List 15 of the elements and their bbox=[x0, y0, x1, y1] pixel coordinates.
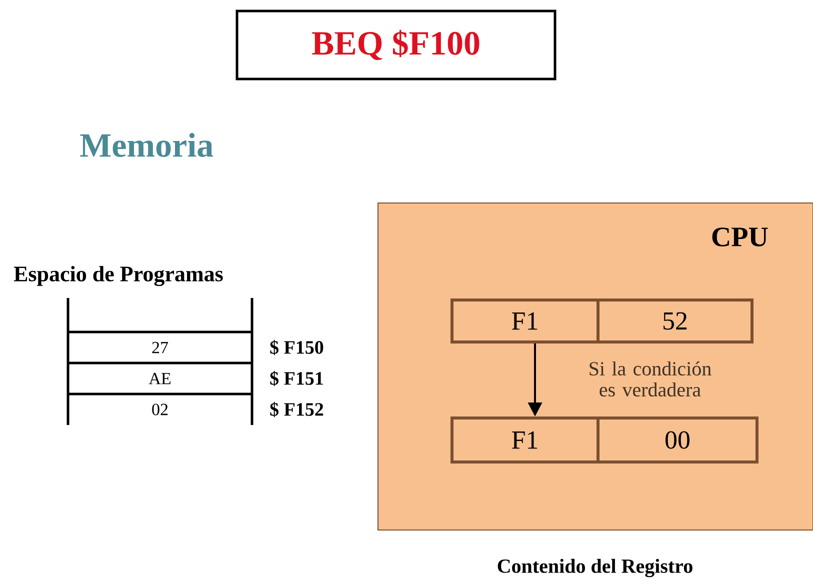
edge-label: Si la condición es verdadera bbox=[590, 361, 712, 397]
register-cell: F1 bbox=[450, 416, 600, 464]
register-cell: 52 bbox=[596, 298, 754, 344]
address-label: $ F152 bbox=[270, 402, 324, 418]
memory-cell: AE bbox=[66, 362, 254, 396]
heading: Memoria bbox=[80, 133, 214, 157]
title-box: BEQ $F100 bbox=[236, 10, 556, 80]
register-cell: F1 bbox=[450, 298, 600, 344]
address-label: $ F150 bbox=[270, 340, 324, 356]
register-cell: 00 bbox=[596, 416, 758, 464]
memory-cell: 27 bbox=[66, 330, 254, 364]
caption: Contenido del Registro bbox=[498, 558, 692, 578]
memory-cell: 02 bbox=[66, 392, 254, 426]
heading: Espacio de Programas bbox=[14, 266, 223, 286]
address-label: $ F151 bbox=[270, 370, 323, 386]
